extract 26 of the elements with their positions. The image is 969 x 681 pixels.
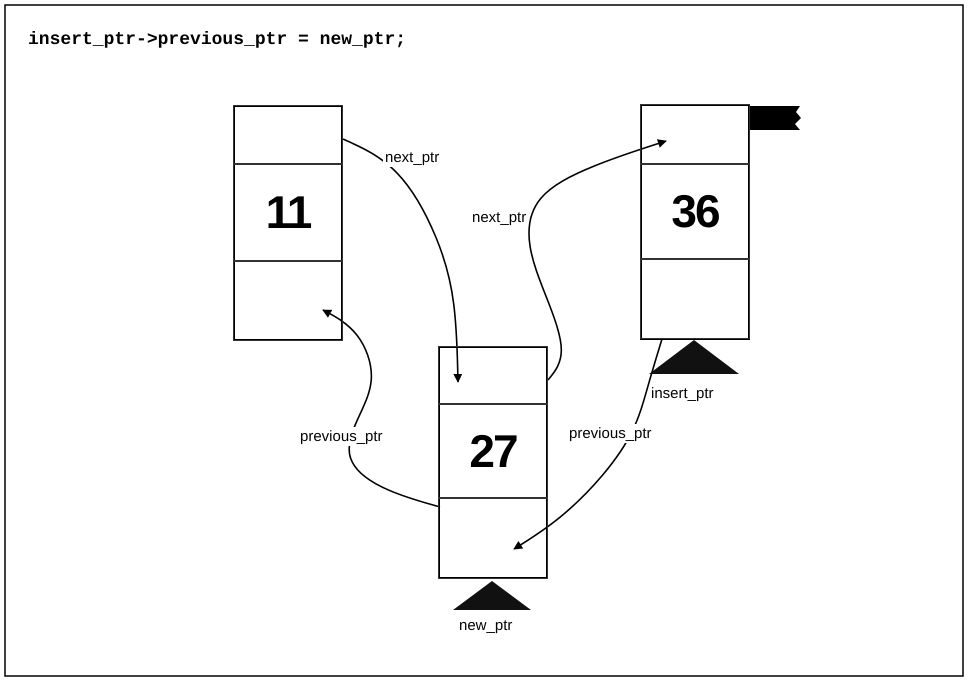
pointer-arrow xyxy=(513,338,663,550)
pointer-arrow xyxy=(322,309,440,508)
edge-label: previous_ptr xyxy=(298,427,385,446)
pointer-cell xyxy=(233,105,343,164)
pointer-triangle xyxy=(453,581,531,610)
pointer-arrow xyxy=(342,138,462,383)
pointer-cell xyxy=(233,260,343,341)
pointer-cell xyxy=(438,497,548,579)
node-value: 36 xyxy=(671,184,719,238)
data-cell xyxy=(438,403,548,498)
pointer-cell xyxy=(640,104,750,164)
list-element-box xyxy=(233,105,343,341)
data-cell xyxy=(640,163,750,260)
code-statement: insert_ptr->previous_ptr = new_ptr; xyxy=(28,30,406,50)
pointer-cell xyxy=(438,346,548,404)
list-element-box xyxy=(438,346,548,579)
node-value: 11 xyxy=(266,185,310,240)
pointer-cell xyxy=(640,258,750,339)
node-value: 27 xyxy=(469,424,517,478)
pointer-name: new_ptr xyxy=(459,617,512,634)
list-element-box xyxy=(640,104,750,340)
edge-label: previous_ptr xyxy=(567,424,654,443)
pointer-name: insert_ptr xyxy=(651,385,714,402)
pointer-arrow xyxy=(528,139,667,380)
data-cell xyxy=(233,163,343,262)
pointer-triangle xyxy=(649,340,739,374)
